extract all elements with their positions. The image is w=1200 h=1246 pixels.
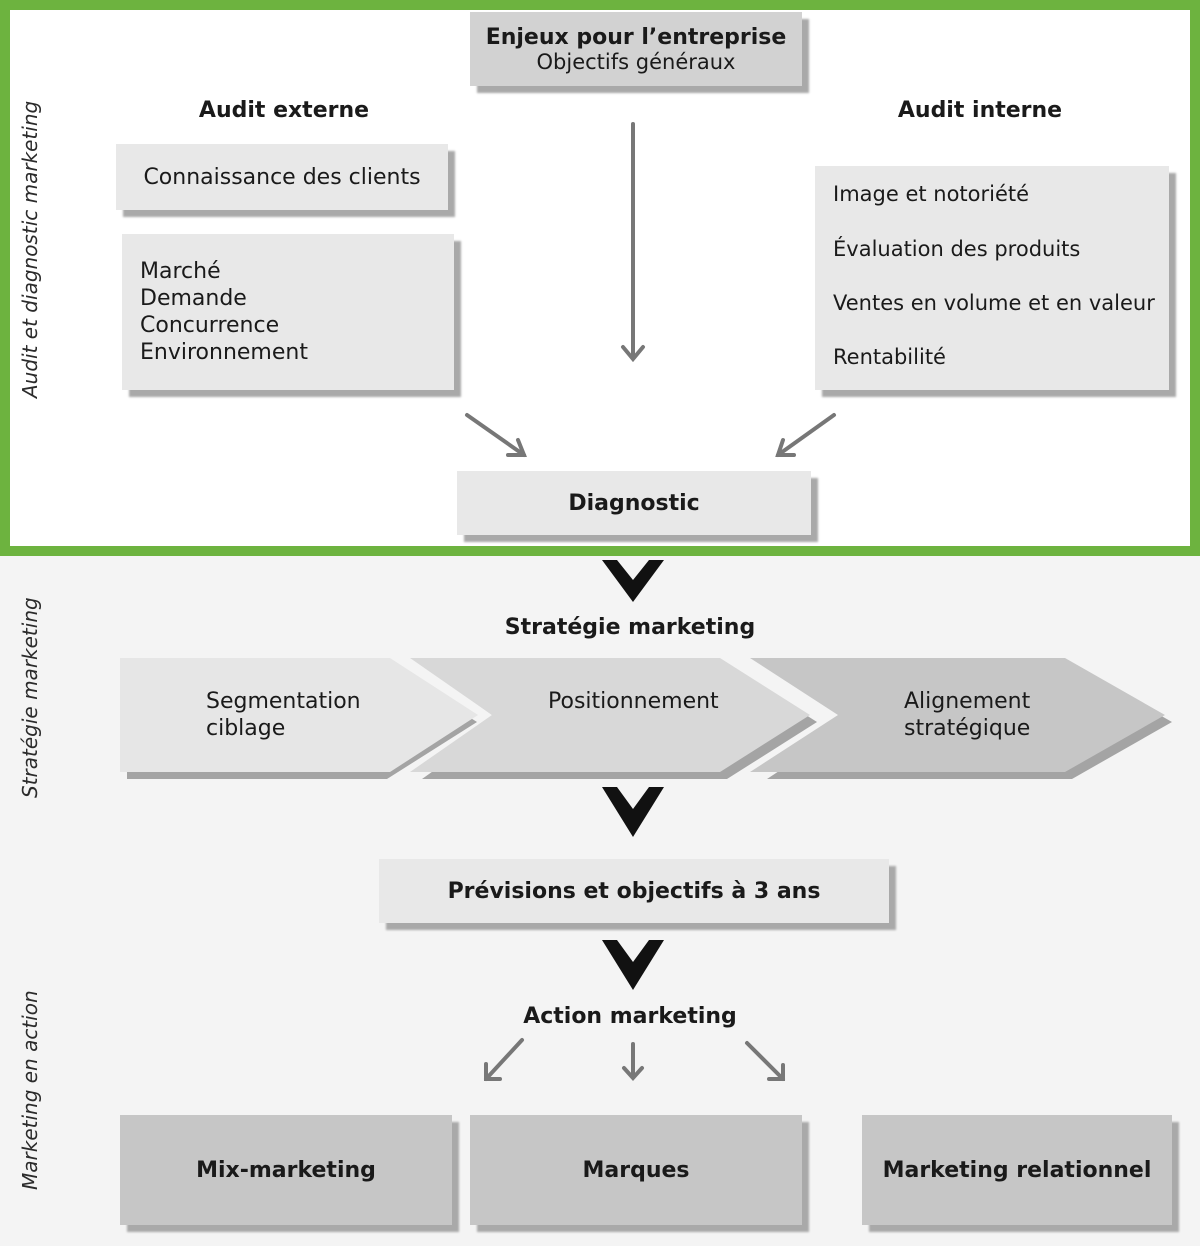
previsions-label: Prévisions et objectifs à 3 ans <box>447 878 821 904</box>
audit-externe-title: Audit externe <box>198 98 370 123</box>
segmentation-line1: Segmentation <box>206 689 361 714</box>
demande-item: Demande <box>140 286 247 311</box>
arrow-down-left-icon <box>484 1038 524 1081</box>
audit-arrows <box>465 122 836 457</box>
diagonal-arrow-right-icon <box>465 413 527 457</box>
diagnostic-box: Diagnostic <box>457 471 811 535</box>
segmentation-line2: ciblage <box>206 716 286 741</box>
enjeux-subtitle: Objectifs généraux <box>536 49 736 74</box>
strategie-title: Stratégie marketing <box>504 615 756 640</box>
chevron-positionnement <box>410 658 810 772</box>
previsions-box: Prévisions et objectifs à 3 ans <box>379 859 889 923</box>
arrow-down-icon <box>622 1042 644 1081</box>
enjeux-box: Enjeux pour l’entreprise Objectifs génér… <box>470 12 802 86</box>
action-title: Action marketing <box>523 1004 737 1029</box>
connaissance-clients-box: Connaissance des clients <box>116 144 448 210</box>
marketing-relationnel-label: Marketing relationnel <box>882 1157 1152 1183</box>
action-arrows <box>484 1038 785 1081</box>
marche-box: Marché Demande Concurrence Environnement <box>122 234 454 390</box>
mix-marketing-label: Mix-marketing <box>196 1157 376 1183</box>
marques-label: Marques <box>582 1157 690 1183</box>
environnement-item: Environnement <box>140 340 308 365</box>
chevron-segmentation <box>120 658 478 772</box>
chevron-alignement <box>750 658 1165 772</box>
alignement-label: Alignement stratégique <box>904 688 1030 742</box>
chevron-down-icon <box>602 787 664 837</box>
side-label-strategie: Stratégie marketing <box>18 597 42 798</box>
rentabilite-item: Rentabilité <box>833 345 946 369</box>
arrow-down-right-icon <box>745 1041 785 1081</box>
enjeux-title: Enjeux pour l’entreprise <box>485 24 787 50</box>
connaissance-clients-label: Connaissance des clients <box>143 164 421 190</box>
alignement-line2: stratégique <box>904 716 1031 741</box>
ventes-item: Ventes en volume et en valeur <box>833 291 1155 315</box>
marques-box: Marques <box>470 1115 802 1225</box>
marche-item: Marché <box>140 259 221 284</box>
marketing-relationnel-box: Marketing relationnel <box>862 1115 1172 1225</box>
segmentation-label: Segmentation ciblage <box>206 688 361 742</box>
chevron-down-icon <box>602 560 664 602</box>
positionnement-label: Positionnement <box>548 688 719 715</box>
down-arrow-icon <box>621 122 645 363</box>
image-notoriete-item: Image et notoriété <box>833 182 1030 206</box>
audit-interne-box: Image et notoriété Évaluation des produi… <box>815 166 1169 390</box>
mix-marketing-box: Mix-marketing <box>120 1115 452 1225</box>
audit-interne-title: Audit interne <box>897 98 1063 123</box>
concurrence-item: Concurrence <box>140 313 280 338</box>
diagnostic-label: Diagnostic <box>568 490 700 516</box>
positionnement-line1: Positionnement <box>548 689 719 714</box>
chevron-down-icon <box>602 940 664 990</box>
diagonal-arrow-left-icon <box>775 413 836 457</box>
strategie-chevrons <box>120 658 1172 779</box>
evaluation-produits-item: Évaluation des produits <box>833 237 1081 261</box>
alignement-line1: Alignement <box>904 689 1031 714</box>
side-label-action: Marketing en action <box>18 990 42 1190</box>
